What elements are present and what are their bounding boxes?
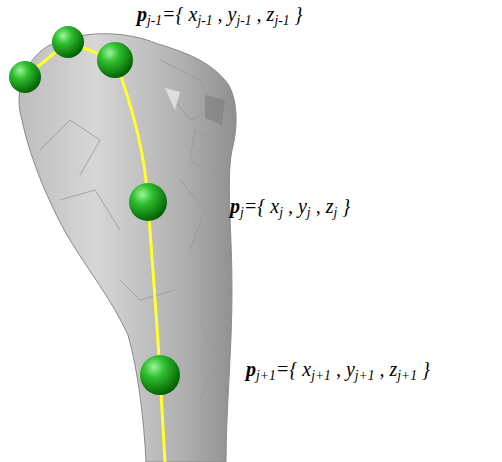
subscript: j+1 [355, 368, 375, 383]
label-glyph: x [302, 358, 311, 380]
label-glyph: ={ [162, 3, 189, 25]
subscript: j+1 [397, 368, 417, 383]
point-coordinate-label: pj+1={ xj+1 , yj+1 , zj+1 } [246, 357, 430, 381]
label-glyph: y [228, 3, 237, 25]
point-spheres [9, 26, 180, 395]
subscript: j [307, 205, 311, 220]
label-glyph: z [390, 358, 398, 380]
label-glyph: } [337, 195, 350, 217]
label-glyph: ={ [276, 358, 303, 380]
label-glyph: p [246, 358, 256, 380]
subscript: j [240, 205, 244, 220]
label-glyph: , [331, 358, 346, 380]
label-glyph: p [137, 3, 147, 25]
label-glyph: } [417, 358, 430, 380]
label-glyph: y [298, 195, 307, 217]
point-coordinate-label: pj={ xj , yj , zj } [230, 194, 350, 218]
label-glyph: z [267, 3, 275, 25]
bone-outline [19, 34, 236, 462]
label-glyph: x [270, 195, 279, 217]
label-glyph: , [213, 3, 228, 25]
subscript: j+1 [256, 368, 276, 383]
label-glyph: , [283, 195, 298, 217]
subscript: j+1 [311, 368, 331, 383]
subscript: j-1 [147, 13, 162, 28]
point-coordinate-label: pj-1={ xj-1 , yj-1 , zj-1 } [137, 2, 303, 26]
label-glyph: p [230, 195, 240, 217]
label-glyph: y [346, 358, 355, 380]
label-glyph: x [189, 3, 198, 25]
label-glyph: , [252, 3, 267, 25]
label-glyph: ={ [244, 195, 271, 217]
subscript: j-1 [198, 13, 213, 28]
subscript: j [333, 205, 337, 220]
path-line [115, 60, 165, 462]
label-glyph: z [326, 195, 334, 217]
subscript: j-1 [274, 13, 289, 28]
subscript: j [279, 205, 283, 220]
label-glyph: , [375, 358, 390, 380]
label-glyph: } [290, 3, 303, 25]
label-glyph: , [311, 195, 326, 217]
subscript: j-1 [237, 13, 252, 28]
